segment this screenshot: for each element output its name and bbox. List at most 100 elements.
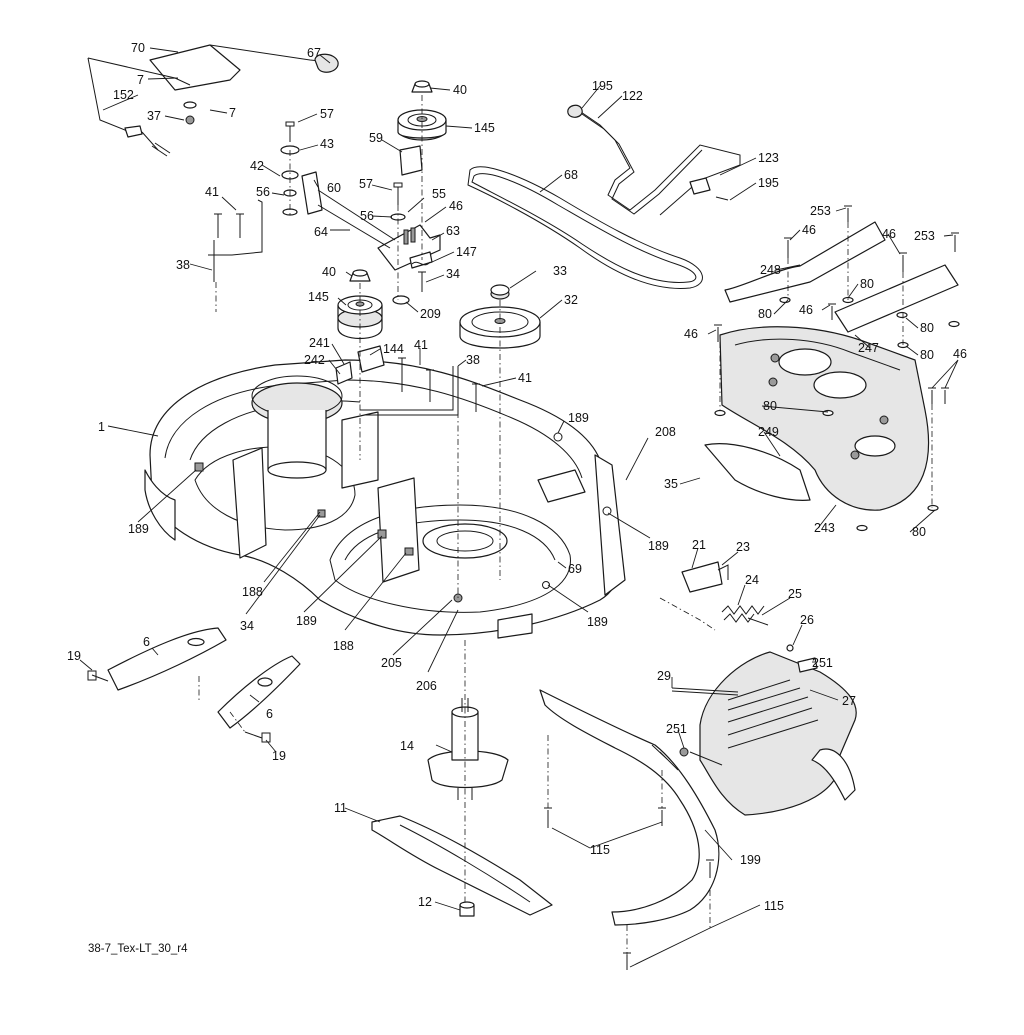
callout-55: 55 bbox=[432, 187, 446, 201]
deflector-199 bbox=[539, 689, 720, 926]
callout-27: 27 bbox=[842, 694, 856, 708]
nut-33 bbox=[490, 284, 510, 300]
callout-199: 199 bbox=[740, 853, 761, 867]
blade-11 bbox=[371, 815, 553, 916]
callout-253: 253 bbox=[810, 204, 831, 218]
spindle-14 bbox=[427, 698, 509, 800]
rod-38-upper bbox=[208, 199, 263, 282]
callout-67: 67 bbox=[307, 46, 321, 60]
callout-labels: 70 67 7 152 7 37 40 145 57 43 59 42 56 6… bbox=[67, 41, 967, 913]
assembly-centerlines bbox=[198, 95, 933, 955]
callout-46: 46 bbox=[882, 227, 896, 241]
nut-40-lower bbox=[349, 269, 371, 282]
callout-32: 32 bbox=[564, 293, 578, 307]
callout-24: 24 bbox=[745, 573, 759, 587]
rod-64 bbox=[317, 189, 396, 241]
callout-64: 64 bbox=[314, 225, 328, 239]
callout-249: 249 bbox=[758, 425, 779, 439]
callout-25: 25 bbox=[788, 587, 802, 601]
callout-29: 29 bbox=[657, 669, 671, 683]
idler-arm-bracket bbox=[301, 145, 441, 271]
callout-11: 11 bbox=[334, 801, 347, 815]
callout-80: 80 bbox=[920, 348, 934, 362]
callout-188: 188 bbox=[333, 639, 354, 653]
callout-195: 195 bbox=[758, 176, 779, 190]
callout-189: 189 bbox=[587, 615, 608, 629]
callout-59: 59 bbox=[369, 131, 383, 145]
callout-46: 46 bbox=[802, 223, 816, 237]
callout-145: 145 bbox=[308, 290, 329, 304]
shield-249 bbox=[704, 443, 811, 501]
callout-26: 26 bbox=[800, 613, 814, 627]
callout-19: 19 bbox=[272, 749, 286, 763]
idler-pulley-lower bbox=[337, 295, 383, 339]
callout-46: 46 bbox=[799, 303, 813, 317]
callout-37: 37 bbox=[147, 109, 161, 123]
shield-247 bbox=[834, 264, 959, 333]
callout-40: 40 bbox=[453, 83, 467, 97]
drawing-id-label: 38-7_Tex-LT_30_r4 bbox=[88, 943, 188, 955]
discharge-chute-27 bbox=[699, 651, 857, 816]
callout-242: 242 bbox=[304, 353, 325, 367]
callout-40: 40 bbox=[322, 265, 336, 279]
callout-56: 56 bbox=[256, 185, 270, 199]
callout-34: 34 bbox=[240, 619, 254, 633]
callout-69: 69 bbox=[568, 562, 582, 576]
callout-33: 33 bbox=[553, 264, 567, 278]
callout-6: 6 bbox=[143, 635, 150, 649]
callout-251: 251 bbox=[666, 722, 687, 736]
leader-lines bbox=[79, 47, 959, 968]
callout-189: 189 bbox=[648, 539, 669, 553]
callout-188: 188 bbox=[242, 585, 263, 599]
spindle-pulley bbox=[459, 306, 541, 349]
callout-248: 248 bbox=[760, 263, 781, 277]
callout-68: 68 bbox=[564, 168, 578, 182]
rod-29 bbox=[671, 687, 739, 696]
callout-42: 42 bbox=[250, 159, 264, 173]
callout-7: 7 bbox=[229, 106, 236, 120]
callout-46: 46 bbox=[953, 347, 967, 361]
bracket-144 bbox=[357, 345, 385, 373]
callout-57: 57 bbox=[359, 177, 373, 191]
callout-206: 206 bbox=[416, 679, 437, 693]
callout-241: 241 bbox=[309, 336, 330, 350]
callout-152: 152 bbox=[113, 88, 134, 102]
callout-34: 34 bbox=[446, 267, 460, 281]
spring-24 bbox=[721, 605, 765, 623]
blade-bolt-12 bbox=[459, 901, 475, 917]
callout-19: 19 bbox=[67, 649, 81, 663]
belt-guard-243 bbox=[719, 326, 930, 511]
callout-145: 145 bbox=[474, 121, 495, 135]
callout-209: 209 bbox=[420, 307, 441, 321]
callout-21: 21 bbox=[692, 538, 706, 552]
callout-35: 35 bbox=[664, 477, 678, 491]
callout-115: 115 bbox=[764, 899, 784, 913]
callout-41: 41 bbox=[414, 338, 428, 352]
callout-189: 189 bbox=[296, 614, 317, 628]
callout-253: 253 bbox=[914, 229, 935, 243]
nut-40-upper bbox=[411, 80, 433, 93]
chute-hardware bbox=[544, 644, 818, 970]
callout-6: 6 bbox=[266, 707, 273, 721]
callout-38: 38 bbox=[176, 258, 190, 272]
rod-25 bbox=[747, 617, 769, 626]
lift-linkage bbox=[87, 44, 339, 157]
callout-60: 60 bbox=[327, 181, 341, 195]
callout-46: 46 bbox=[449, 199, 463, 213]
callout-41: 41 bbox=[518, 371, 532, 385]
callout-56: 56 bbox=[360, 209, 374, 223]
drive-belt bbox=[467, 166, 703, 289]
bracket-6-lower bbox=[217, 655, 301, 729]
callout-1: 1 bbox=[98, 420, 105, 434]
callout-115: 115 bbox=[590, 843, 610, 857]
callout-80: 80 bbox=[920, 321, 934, 335]
callout-147: 147 bbox=[456, 245, 477, 259]
callout-247: 247 bbox=[858, 341, 879, 355]
callout-80: 80 bbox=[912, 525, 926, 539]
callout-38: 38 bbox=[466, 353, 480, 367]
bracket-6-upper bbox=[107, 627, 227, 691]
mower-deck bbox=[144, 359, 626, 639]
chute-bracket-23 bbox=[681, 561, 729, 593]
callout-80: 80 bbox=[758, 307, 772, 321]
